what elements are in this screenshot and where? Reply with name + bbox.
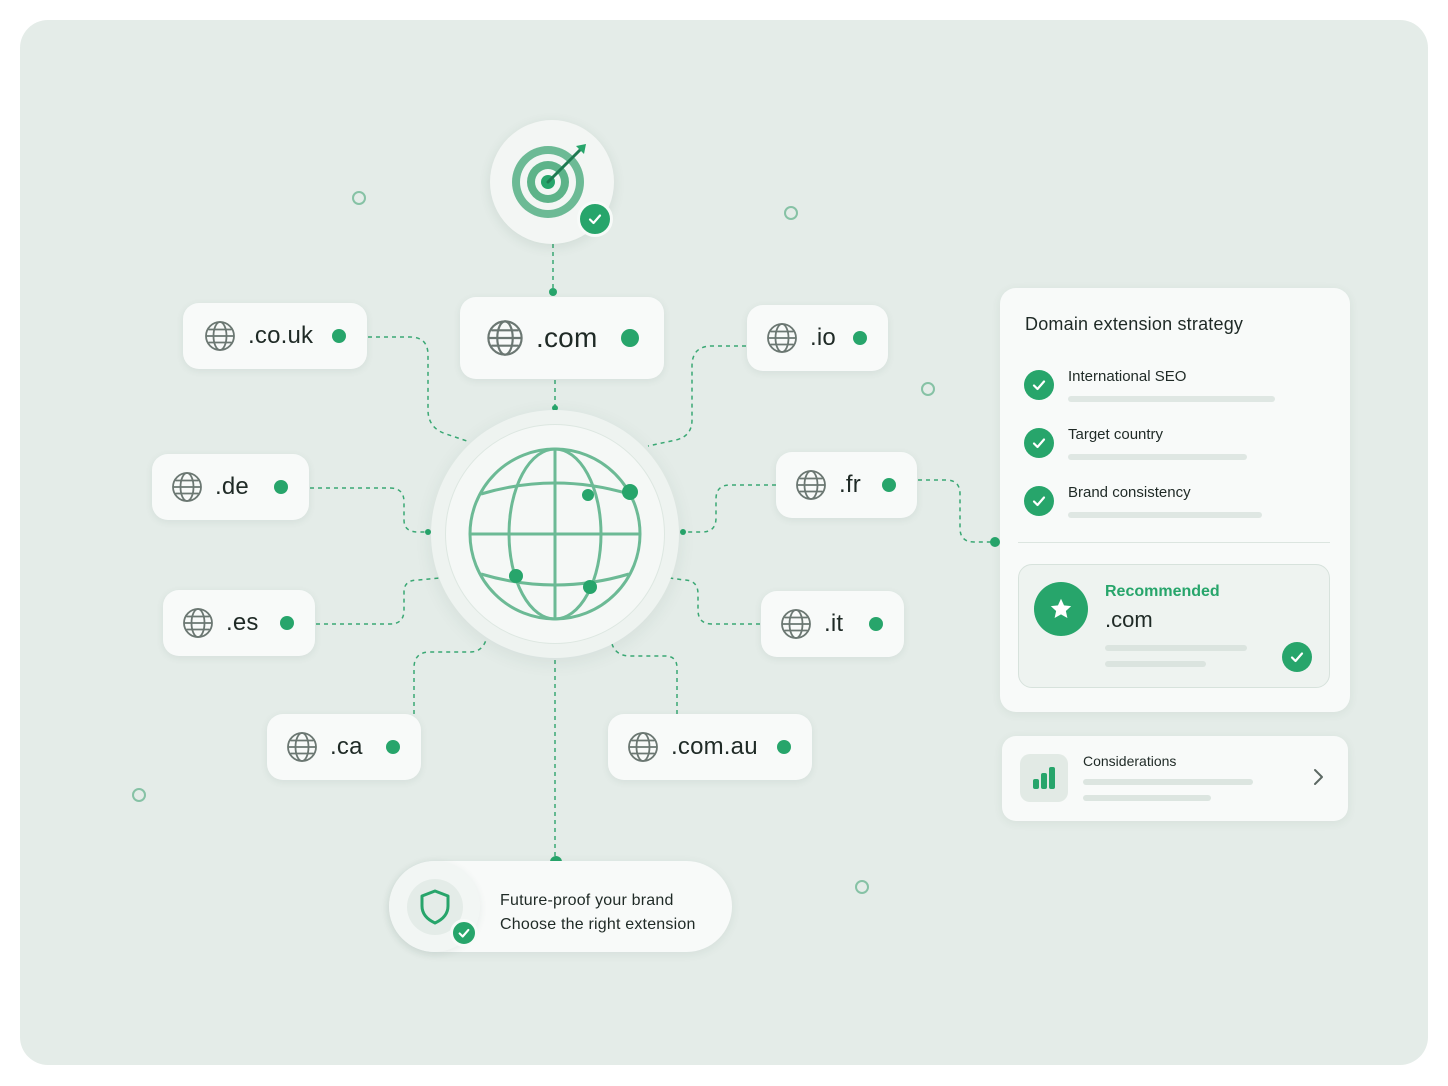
future-proof-card: Future-proof your brand Choose the right… [389, 861, 732, 952]
extension-pill-it[interactable]: .it [761, 591, 904, 657]
extension-label: .fr [839, 471, 861, 498]
placeholder-bar [1068, 454, 1247, 460]
strategy-item-label: International SEO [1068, 368, 1187, 385]
strategy-item-label: Target country [1068, 426, 1164, 443]
shield-check-icon [450, 919, 478, 947]
check-icon [1024, 370, 1054, 400]
globe-icon [487, 320, 523, 356]
placeholder-bar [1068, 396, 1275, 402]
target-arrow-icon [512, 144, 586, 218]
globe-icon [628, 732, 658, 762]
central-globe-hub [431, 410, 679, 658]
status-dot [869, 617, 883, 631]
globe-icon [205, 321, 235, 351]
target-goal [490, 120, 614, 244]
check-icon [1024, 486, 1054, 516]
placeholder-bar [1105, 645, 1247, 651]
decorative-ring [921, 382, 935, 396]
divider [1018, 542, 1330, 543]
decorative-ring [132, 788, 146, 802]
extension-label: .io [810, 324, 836, 351]
extension-pill-es[interactable]: .es [163, 590, 315, 656]
status-dot [621, 329, 639, 347]
extension-pill-fr[interactable]: .fr [776, 452, 917, 518]
extension-label: .co.uk [248, 322, 314, 349]
bar-chart-icon [1020, 754, 1068, 802]
decorative-ring [784, 206, 798, 220]
status-dot [853, 331, 867, 345]
status-dot [280, 616, 294, 630]
extension-pill-ca[interactable]: .ca [267, 714, 421, 780]
extension-label: .com.au [671, 733, 758, 760]
extension-pill-co-uk[interactable]: .co.uk [183, 303, 367, 369]
decorative-ring [352, 191, 366, 205]
extension-pill-com-au[interactable]: .com.au [608, 714, 812, 780]
check-icon [588, 214, 602, 225]
bottom-card-heading: Future-proof your brand [500, 892, 674, 909]
shield-badge [389, 861, 480, 952]
bottom-card-subheading: Choose the right extension [500, 916, 696, 933]
globe-icon [781, 609, 811, 639]
strategy-item: Brand consistency [1024, 482, 1324, 526]
status-dot [882, 478, 896, 492]
strategy-item: Target country [1024, 424, 1324, 468]
extension-pill-de[interactable]: .de [152, 454, 309, 520]
recommended-card[interactable]: Recommended .com [1018, 564, 1330, 688]
recommended-value: .com [1105, 607, 1153, 632]
globe-icon [796, 470, 826, 500]
extension-label: .it [824, 610, 844, 637]
status-dot [274, 480, 288, 494]
shield-icon [420, 889, 450, 925]
target-check-badge [577, 201, 613, 237]
chevron-right-icon[interactable] [1312, 768, 1324, 786]
extension-label: .es [226, 609, 259, 636]
status-dot [386, 740, 400, 754]
extension-pill-com[interactable]: .com [460, 297, 664, 379]
decorative-ring [855, 880, 869, 894]
extension-pill-io[interactable]: .io [747, 305, 888, 371]
star-icon [1034, 582, 1088, 636]
placeholder-bar [1068, 512, 1262, 518]
globe-icon [183, 608, 213, 638]
placeholder-bar [1083, 795, 1211, 801]
status-dot [777, 740, 791, 754]
check-icon [1024, 428, 1054, 458]
status-dot [332, 329, 346, 343]
extension-label: .de [215, 473, 249, 500]
recommended-label: Recommended [1105, 583, 1220, 600]
globe-icon [767, 323, 797, 353]
recommended-check-icon [1282, 642, 1312, 672]
strategy-item-label: Brand consistency [1068, 484, 1191, 501]
strategy-item: International SEO [1024, 366, 1324, 410]
globe-icon [287, 732, 317, 762]
extension-label: .ca [330, 733, 363, 760]
domain-strategy-panel: Domain extension strategy International … [1000, 288, 1350, 712]
panel-title: Domain extension strategy [1025, 314, 1244, 334]
considerations-label: Considerations [1083, 753, 1177, 769]
extension-label: .com [536, 322, 598, 353]
globe-icon [172, 472, 202, 502]
considerations-card[interactable]: Considerations [1002, 736, 1348, 821]
globe-icon [468, 447, 642, 621]
placeholder-bar [1105, 661, 1206, 667]
placeholder-bar [1083, 779, 1253, 785]
